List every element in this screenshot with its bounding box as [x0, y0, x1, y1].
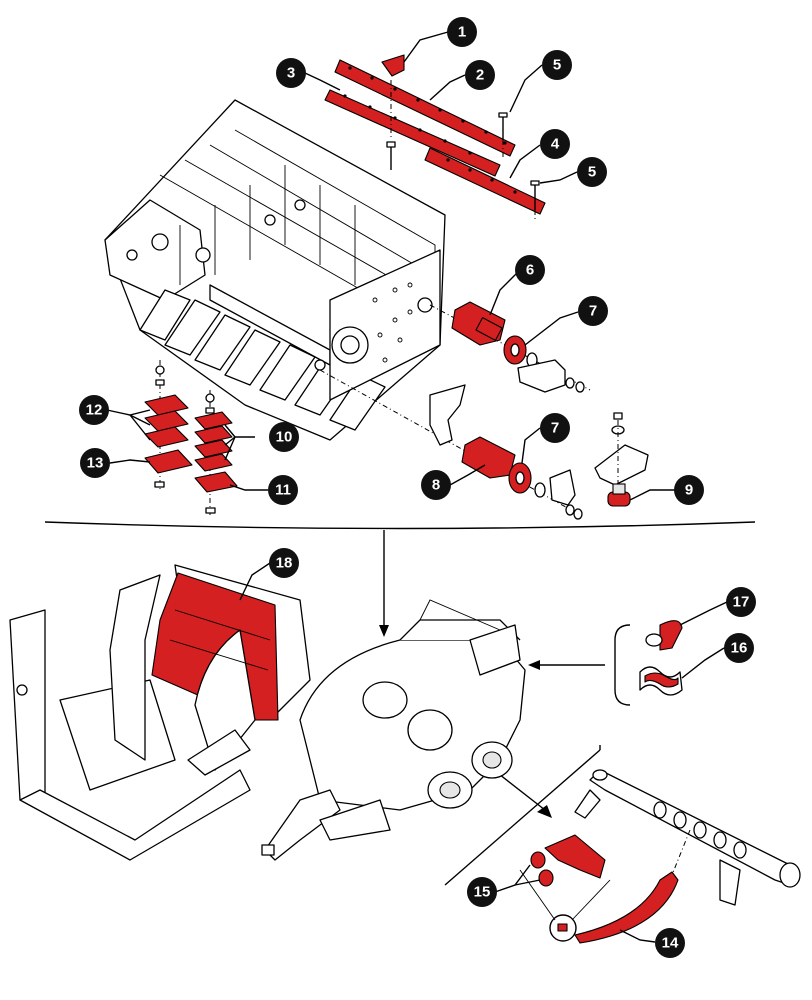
arm-assembly [519, 769, 801, 944]
callout-4: 4 [540, 129, 570, 159]
callout-label: 17 [733, 594, 750, 611]
callout-label: 3 [287, 65, 295, 82]
clip-part-17 [659, 620, 683, 651]
callout-label: 13 [87, 455, 104, 472]
callout-12: 12 [79, 395, 109, 425]
callout-3: 3 [276, 58, 306, 88]
callout-label: 11 [275, 482, 291, 499]
bolt-part-5 [498, 112, 540, 210]
shaft-assembly-lower [319, 369, 583, 520]
callout-14: 14 [655, 928, 685, 958]
callout-18: 18 [269, 548, 299, 578]
plate-part-11 [194, 471, 238, 493]
leader-lines [106, 31, 728, 943]
callout-label: 6 [526, 262, 534, 279]
callout-label: 16 [731, 640, 748, 657]
bracket-part-9 [594, 412, 649, 507]
chamber-floor-assembly [9, 564, 311, 861]
callout-6: 6 [515, 255, 545, 285]
plate-part-10 [194, 411, 233, 472]
plate-part-13 [144, 449, 193, 474]
callout-label: 7 [551, 420, 559, 437]
callout-label: 7 [589, 303, 597, 320]
spring-part-16 [644, 672, 679, 688]
callout-label: 18 [276, 555, 293, 572]
callout-label: 14 [662, 935, 679, 952]
callout-1: 1 [447, 17, 477, 47]
callout-7: 7 [540, 413, 570, 443]
knife-bar-part-2 [334, 59, 516, 157]
knife-tip-part-1 [381, 54, 405, 77]
callout-label: 2 [476, 67, 484, 84]
knife-bar-part-3 [324, 89, 501, 177]
tine-part-14 [574, 871, 679, 944]
callout-label: 12 [86, 402, 103, 419]
knife-bar-part-4 [424, 147, 546, 215]
shim-plates [144, 360, 238, 515]
shaft-part-6 [451, 301, 506, 346]
callout-10: 10 [269, 422, 299, 452]
callout-label: 15 [474, 884, 491, 901]
shaft-part-8 [461, 436, 516, 479]
callout-11: 11 [268, 475, 298, 505]
plate-part-12 [144, 394, 189, 448]
callout-label: 5 [553, 57, 561, 74]
callout-8: 8 [421, 470, 451, 500]
callout-16: 16 [724, 633, 754, 663]
callout-2: 2 [465, 60, 495, 90]
callout-5: 5 [542, 50, 572, 80]
baler-machine [261, 599, 526, 861]
stuffer-frame-assembly [104, 99, 446, 441]
callout-label: 1 [458, 24, 466, 41]
callout-label: 10 [276, 429, 293, 446]
tine-holder-part-15 [544, 834, 606, 879]
callout-13: 13 [80, 448, 110, 478]
callout-label: 9 [685, 482, 693, 499]
small-parts-16-17 [639, 620, 683, 696]
callout-5: 5 [577, 157, 607, 187]
callout-label: 8 [432, 477, 440, 494]
callout-7: 7 [578, 296, 608, 326]
callout-15: 15 [467, 877, 497, 907]
knife-bar-parts [324, 54, 546, 220]
callout-9: 9 [674, 475, 704, 505]
callout-label: 4 [551, 136, 560, 153]
callout-label: 5 [588, 164, 596, 181]
callout-17: 17 [726, 587, 756, 617]
shaft-assembly-upper [429, 301, 591, 393]
